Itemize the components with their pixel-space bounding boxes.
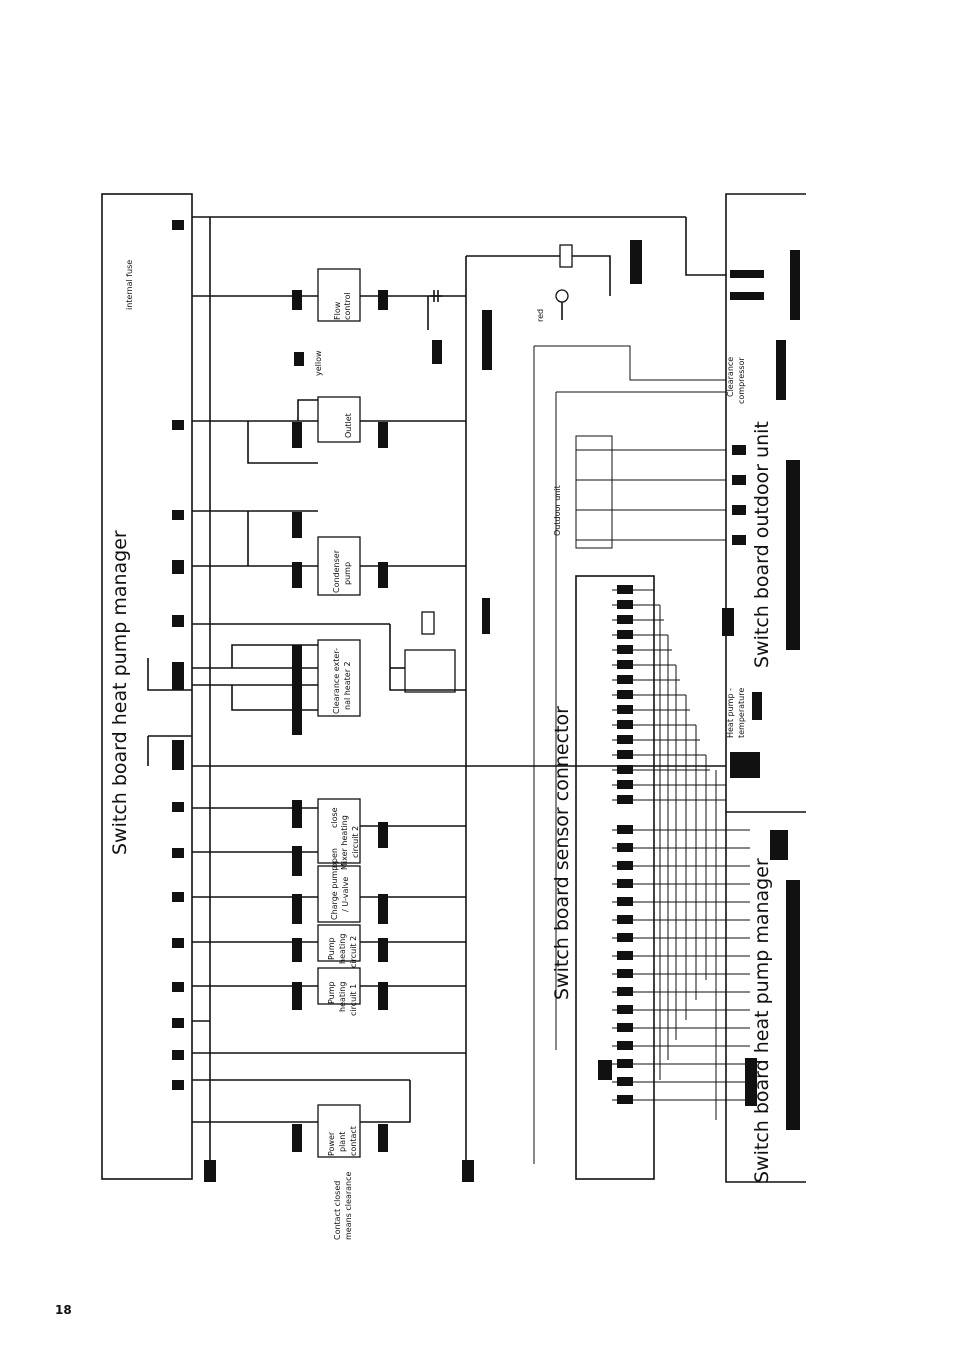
pump-hc1-label-2: heating — [338, 982, 347, 1012]
heat-pump-temp-label-2: temperature — [737, 688, 746, 738]
capacitor — [389, 255, 611, 691]
pump-hc1-label-1: Pump — [327, 981, 336, 1004]
charge-pump-label-2: / U-valve — [341, 877, 350, 912]
sensor-ladder-lower — [612, 829, 750, 1101]
board-outdoor-unit-title: Switch board outdoor unit — [751, 421, 773, 668]
flow-control-label-1: Flow — [333, 301, 342, 320]
mixer-label-2: circuit 2 — [351, 826, 360, 858]
board-heat-pump-manager-title: Switch board heat pump manager — [109, 530, 131, 855]
power-plant-label-1: Power — [327, 1131, 336, 1156]
jumpers — [147, 399, 318, 766]
charge-pump-label-1: Charge pump — [330, 866, 339, 920]
component-boxes — [317, 244, 573, 1158]
page-number: 18 — [55, 1303, 72, 1317]
rail-l-to-outdoor — [685, 217, 726, 276]
heat-pump-temp-label-1: Heat pump - — [726, 688, 735, 738]
clearance-heater-label-2: nal heater 2 — [343, 661, 352, 710]
mixer-close-label: close — [330, 807, 339, 828]
sensor-connector-frame — [575, 575, 655, 1180]
clearance-compressor-label-2: compressor — [737, 357, 746, 404]
pump-hc2-label-1: Pump — [327, 937, 336, 960]
board-heat-pump-manager-2-title: Switch board heat pump manager — [751, 858, 773, 1183]
sensor-ladder — [612, 589, 726, 1120]
power-plant-label-3: contact — [349, 1126, 358, 1156]
condenser-pump-label-2: pump — [343, 562, 352, 585]
outdoor-unit-label: Outdoor unit — [553, 485, 562, 536]
red-label: red — [536, 309, 545, 322]
terminal-marks — [172, 220, 800, 1182]
pump-hc2-label-3: circuit 2 — [349, 936, 358, 968]
pump-hc1-label-3: circuit 1 — [349, 984, 358, 1016]
contact-closed-label-1: Contact closed — [333, 1181, 342, 1240]
heat-pump-manager-2-frame — [725, 811, 806, 1183]
clearance-heater-label-1: Clearance exter- — [332, 648, 341, 714]
flow-control-label-2: control — [343, 292, 352, 320]
feeder-lines — [192, 295, 726, 1123]
outdoor-unit-frame — [725, 193, 806, 812]
pump-hc2-label-2: heating — [338, 934, 347, 964]
power-plant-label-2: plant — [338, 1132, 347, 1152]
mixer-open-label: open — [330, 848, 339, 868]
labels: internal fuse Flow control yellow red Ou… — [109, 260, 773, 1240]
mixer-label-1: Mixer heating — [340, 815, 349, 870]
long-wires[interactable] — [533, 345, 726, 1164]
board-sensor-connector-title: Switch board sensor connector — [551, 706, 573, 1000]
heat-pump-manager-frame — [101, 193, 193, 1180]
internal-fuse-label: internal fuse — [125, 260, 134, 310]
outlet-label: Outlet — [344, 413, 353, 438]
contact-closed-label-2: means clearance — [344, 1171, 353, 1240]
yellow-label: yellow — [314, 350, 323, 376]
clearance-compressor-label-1: Clearance — [726, 357, 735, 397]
condenser-pump-label-1: Condenser — [332, 549, 341, 593]
